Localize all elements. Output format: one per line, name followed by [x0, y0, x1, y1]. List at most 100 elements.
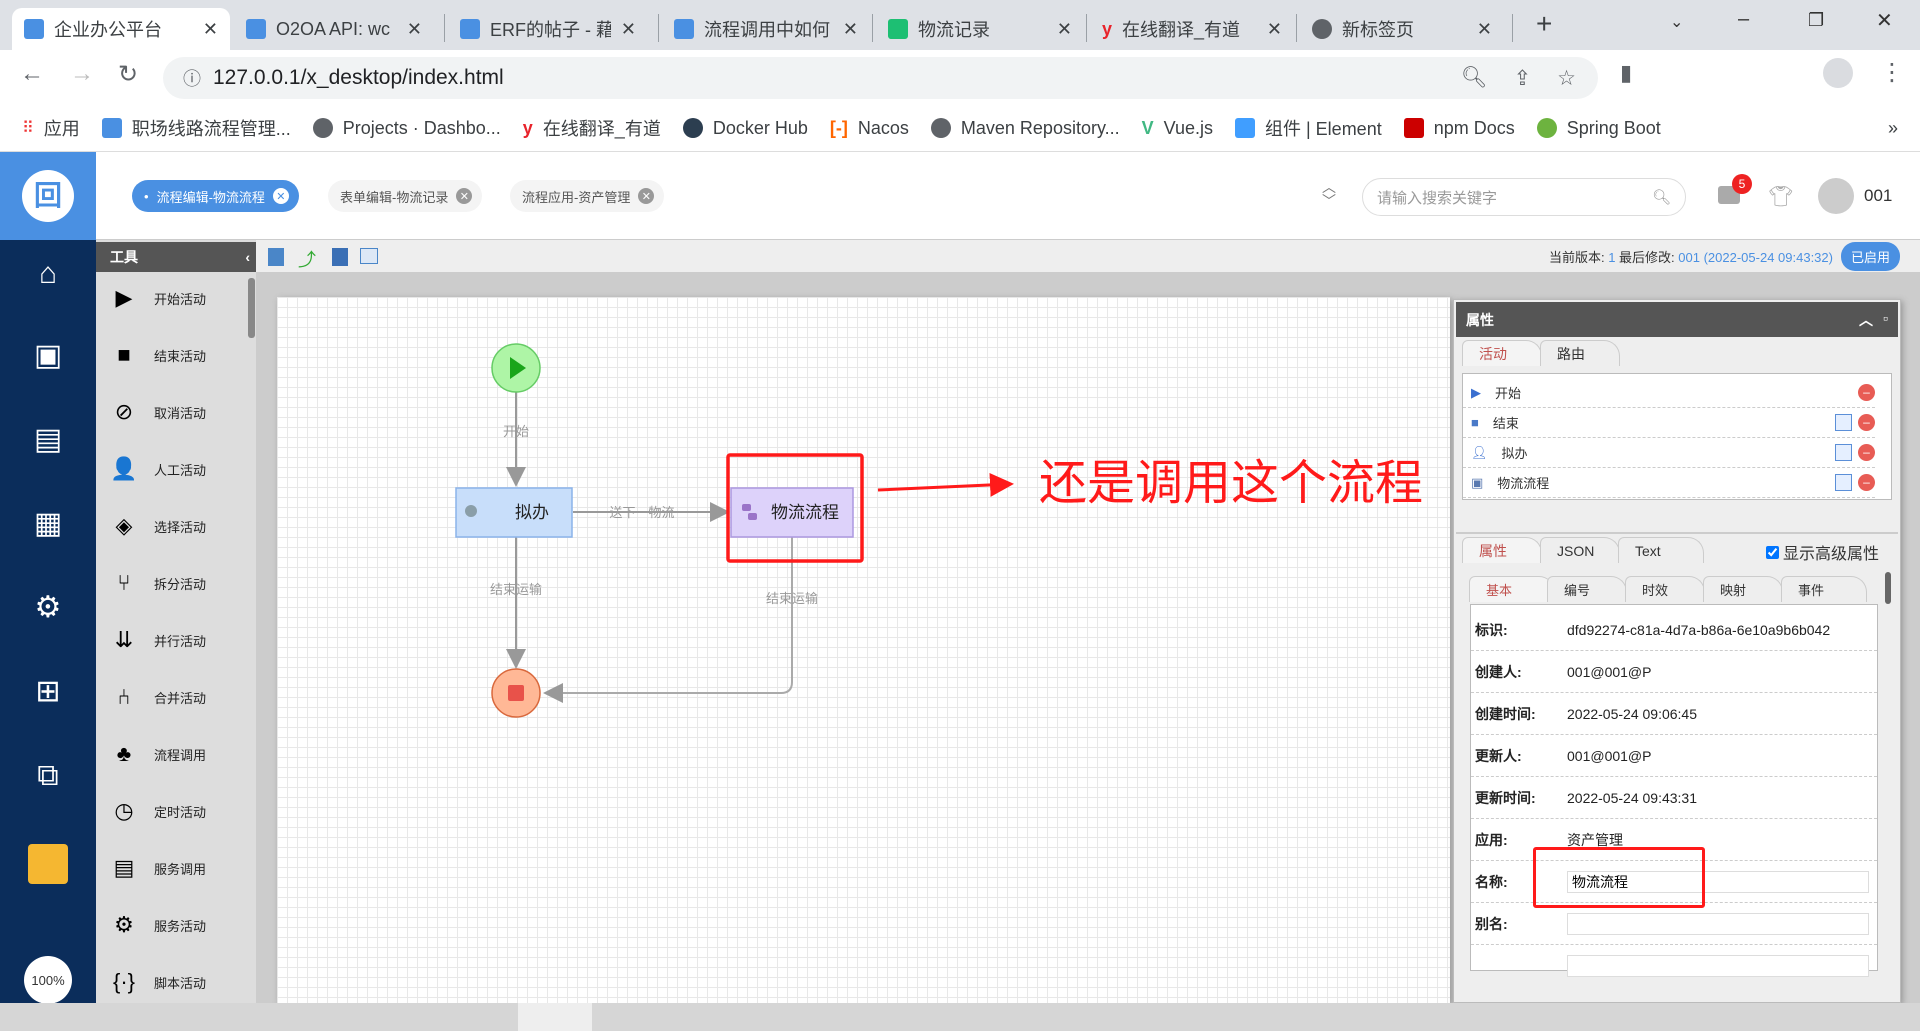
page-tab[interactable]: 表单编辑-物流记录✕ [328, 180, 483, 212]
tool-item[interactable]: ⑃合并活动 [110, 683, 206, 711]
browser-tab[interactable]: ERF的帖子 - 藉✕ [448, 8, 648, 50]
zoom-level[interactable]: 100% [24, 956, 72, 1004]
browser-tab[interactable]: O2OA API: wc✕ [234, 8, 434, 50]
tab-basic[interactable]: 基本 [1469, 576, 1555, 602]
close-tab-icon[interactable]: ✕ [406, 18, 422, 39]
subprocess-node[interactable] [730, 487, 854, 538]
copy-icon[interactable] [1835, 444, 1852, 461]
collapse-icon[interactable]: ‹ [245, 249, 250, 265]
bookmark-apps[interactable]: ⠿应用 [22, 119, 80, 139]
alias-input[interactable] [1567, 912, 1869, 935]
close-tab-icon[interactable]: ✕ [1056, 18, 1072, 39]
tool-item[interactable]: ◈选择活动 [110, 512, 206, 540]
back-icon[interactable]: ← [20, 60, 44, 87]
tool-item[interactable]: ■结束活动 [110, 341, 206, 369]
status-badge[interactable]: 已启用 [1840, 242, 1900, 271]
close-tab-icon[interactable]: ✕ [842, 18, 858, 39]
process-canvas[interactable]: 拟办 物流流程 开始 送下一物流 结束运输 结束运输 还是调用这个流程 [277, 297, 1450, 1003]
tools-scrollbar[interactable] [248, 278, 255, 338]
bookmark[interactable]: Maven Repository... [930, 118, 1120, 139]
tool-item[interactable]: ⑂拆分活动 [110, 569, 206, 597]
close-window-button[interactable]: ✕ [1876, 10, 1893, 32]
tab-activities[interactable]: 活动 [1462, 340, 1542, 366]
delete-icon[interactable]: – [1858, 414, 1875, 431]
calendar-icon[interactable]: ▦ [33, 507, 63, 540]
bottom-scrollbar[interactable] [0, 1003, 1920, 1031]
copy-icon[interactable] [1835, 474, 1852, 491]
field-input[interactable] [1567, 955, 1869, 977]
close-tab-icon[interactable]: ✕ [620, 18, 636, 39]
search-input[interactable]: 请输入搜索关键字🔍︎ [1362, 178, 1686, 216]
tool-item[interactable]: ♣流程调用 [110, 740, 206, 768]
browser-tab[interactable]: 企业办公平台✕ [12, 8, 230, 50]
browser-tab[interactable]: 物流记录✕ [876, 8, 1084, 50]
app-center-icon[interactable]: ⊞ [35, 675, 61, 708]
more-bookmarks-button[interactable]: » [1887, 117, 1898, 138]
tool-item[interactable]: ⇊并行活动 [110, 626, 206, 654]
delete-icon[interactable]: – [1858, 474, 1875, 491]
list-item[interactable]: ▣物流流程– [1463, 468, 1875, 498]
advanced-properties-checkbox[interactable]: 显示高级属性 [1766, 540, 1879, 564]
process-monitor-icon[interactable]: ⧉ [37, 759, 59, 792]
sidebar-icon[interactable]: ▮ [1620, 60, 1633, 85]
mascot-icon[interactable] [28, 844, 68, 884]
name-input[interactable] [1567, 870, 1869, 893]
copy-icon[interactable] [1835, 414, 1852, 431]
skin-icon[interactable]: 👕︎ [1768, 186, 1794, 208]
search-icon[interactable]: 🔍︎ [1651, 189, 1671, 206]
save-icon[interactable] [268, 248, 284, 266]
bookmark[interactable]: npm Docs [1403, 118, 1515, 139]
new-tab-button[interactable]: + [1536, 8, 1553, 39]
tool-item[interactable]: ▶开始活动 [110, 284, 206, 312]
tab-numbering[interactable]: 编号 [1547, 576, 1627, 602]
tab-events[interactable]: 事件 [1781, 576, 1867, 602]
properties-scrollbar[interactable] [1885, 572, 1891, 604]
save-as-icon[interactable] [332, 248, 348, 266]
tool-item[interactable]: ◷定时活动 [110, 797, 206, 825]
publish-icon[interactable]: ⤴ [298, 250, 316, 270]
share-icon[interactable]: ⇪ [1513, 66, 1532, 90]
close-icon[interactable]: ✕ [638, 188, 655, 204]
close-tab-icon[interactable]: ✕ [1476, 18, 1492, 39]
close-icon[interactable]: ✕ [456, 188, 473, 204]
list-icon[interactable] [360, 248, 378, 264]
bookmark[interactable]: [-]Nacos [829, 117, 909, 138]
list-item[interactable]: ■结束– [1463, 408, 1875, 438]
collapse-header-icon[interactable]: ︿﹀ [1322, 179, 1336, 209]
app-logo[interactable]: 回 [0, 152, 96, 240]
user-settings-icon[interactable]: ⚙ [34, 591, 62, 624]
news-icon[interactable]: ▤ [33, 423, 63, 456]
delete-icon[interactable]: – [1858, 384, 1875, 401]
tool-item[interactable]: {·}脚本活动 [110, 968, 206, 996]
close-tab-icon[interactable]: ✕ [1266, 18, 1282, 39]
close-tab-icon[interactable]: ✕ [202, 18, 218, 39]
bookmark[interactable]: Spring Boot [1536, 118, 1661, 139]
tab-properties[interactable]: 属性 [1462, 537, 1542, 563]
bookmark-star-icon[interactable]: ☆ [1557, 66, 1576, 90]
browser-tab[interactable]: 流程调用中如何✕ [662, 8, 870, 50]
bookmark[interactable]: Projects · Dashbo... [312, 118, 501, 139]
tab-routes[interactable]: 路由 [1540, 340, 1620, 366]
page-tab[interactable]: •流程编辑-物流流程✕ [132, 180, 299, 212]
maximize-icon[interactable]: ▫ [1883, 309, 1888, 326]
tool-item[interactable]: 👤人工活动 [110, 455, 206, 483]
menu-icon[interactable]: ⋮ [1880, 59, 1904, 86]
avatar[interactable] [1818, 178, 1854, 214]
user-name[interactable]: 001 [1864, 186, 1893, 205]
tab-text[interactable]: Text [1618, 537, 1704, 563]
tab-timeliness[interactable]: 时效 [1625, 576, 1705, 602]
tab-json[interactable]: JSON [1540, 537, 1620, 563]
url-bar[interactable]: ⓘ 127.0.0.1/x_desktop/index.html 🔍︎⇪☆ [163, 57, 1598, 99]
restore-button[interactable]: ❐ [1808, 10, 1825, 30]
home-icon[interactable]: ⌂ [38, 257, 58, 290]
bookmark[interactable]: 组件 | Element [1235, 115, 1382, 141]
delete-icon[interactable]: – [1858, 444, 1875, 461]
tool-item[interactable]: ▤服务调用 [110, 854, 206, 882]
forward-icon[interactable]: → [70, 60, 94, 87]
tab-search-icon[interactable]: ⌄ [1670, 14, 1684, 31]
bookmark[interactable]: 职场线路流程管理... [101, 115, 291, 141]
tool-item[interactable]: ⊘取消活动 [110, 398, 206, 426]
